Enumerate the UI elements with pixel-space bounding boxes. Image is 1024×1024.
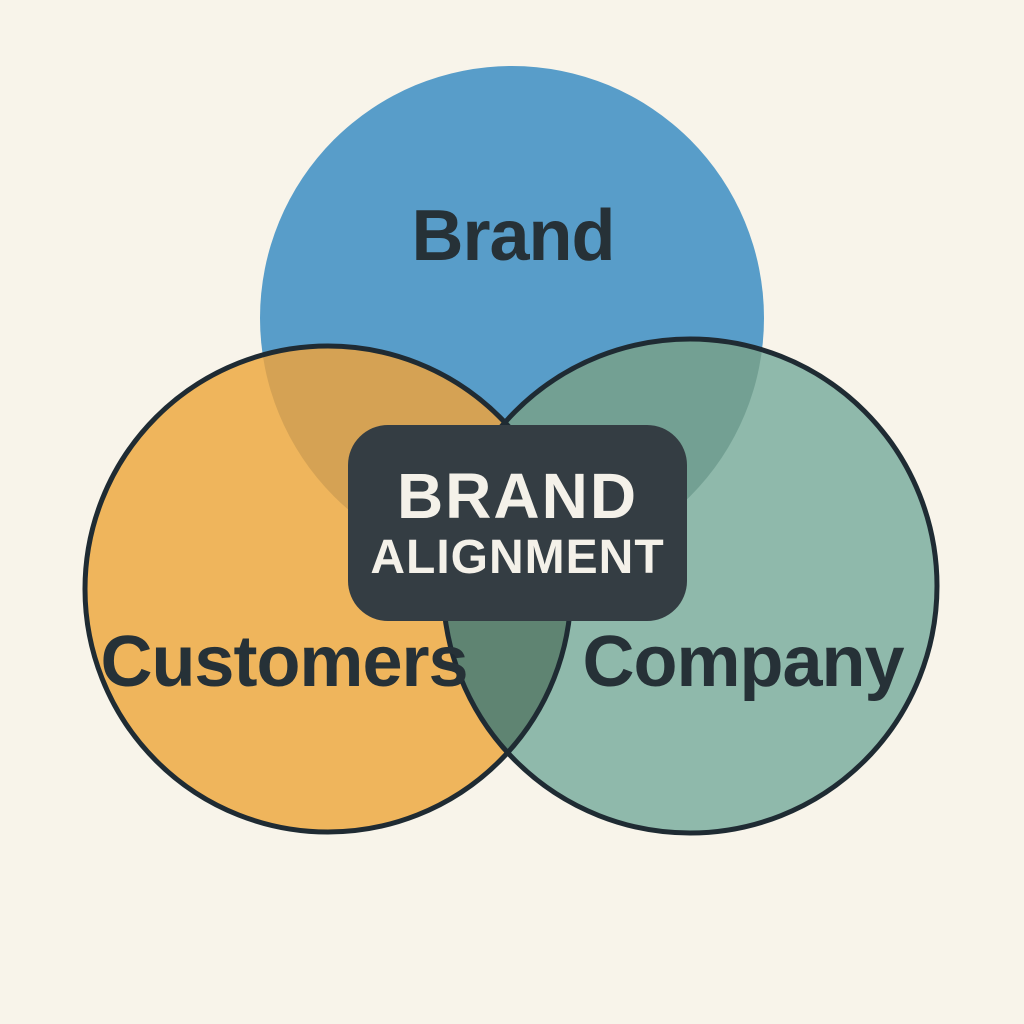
company-circle-label: Company (582, 622, 904, 702)
customers-circle-label: Customers (100, 622, 468, 702)
center-box (348, 425, 687, 621)
center-box-subtitle: ALIGNMENT (370, 531, 665, 584)
brand-circle-label: Brand (411, 196, 615, 276)
center-box-text: BRAND ALIGNMENT (348, 425, 687, 621)
center-box-title: BRAND (396, 460, 639, 532)
